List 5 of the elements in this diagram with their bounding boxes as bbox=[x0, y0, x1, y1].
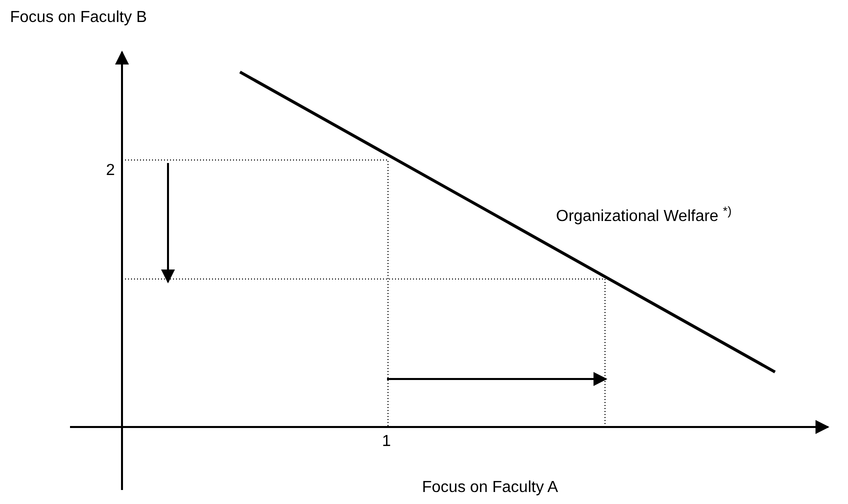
tick-label: 2 bbox=[106, 161, 115, 181]
tick-label: 1 bbox=[382, 432, 391, 452]
axis-title: Focus on Faculty A bbox=[422, 478, 558, 498]
curve-label: Organizational Welfare $^{*)}$ bbox=[556, 207, 732, 227]
axis-title: Focus on Faculty B bbox=[10, 8, 147, 28]
